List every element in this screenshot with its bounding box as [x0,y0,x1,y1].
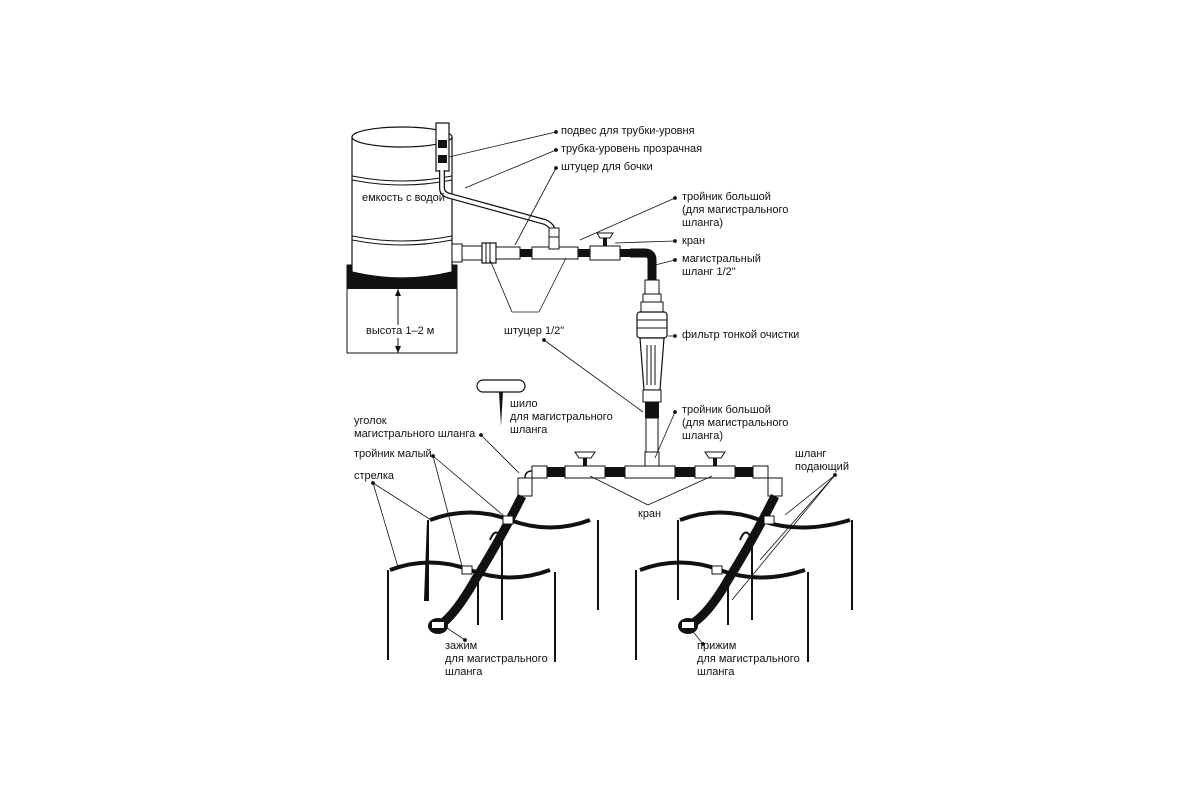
awl [476,379,526,426]
label-press: прижим для магистрального шланга [697,640,800,678]
label-valve-top: кран [682,235,706,247]
leader-lines [371,130,837,646]
label-clamp: зажим для магистрального шланга [445,640,548,678]
label-tee-small: тройник малый [354,448,432,460]
label-hanger: подвес для трубки-уровня [561,125,695,137]
label-tee-big-top: тройник большой (для магистрального шлан… [682,191,789,229]
bottom-pipeline [517,451,783,497]
label-barrel-fitting: штуцер для бочки [561,161,653,173]
label-main-hose: магистральный шланг 1/2" [682,253,761,278]
water-barrel [351,126,453,279]
filter-assembly [636,279,668,453]
label-level-tube: трубка-уровень прозрачная [561,143,703,155]
label-fitting-half-inch: штуцер 1/2" [504,325,565,337]
right-field [635,493,853,662]
label-water-tank: емкость с водой [362,192,445,204]
label-feed-hose: шланг подающий [795,448,849,473]
left-field [387,493,599,662]
label-tee-big-mid: тройник большой (для магистрального шлан… [682,404,789,442]
level-tube-assembly [435,122,560,245]
label-arrow-dripper: стрелка [354,470,394,482]
label-fine-filter: фильтр тонкой очистки [682,329,800,341]
label-awl: шило для магистрального шланга [510,398,613,436]
label-valve-bottom: кран [638,508,662,520]
top-pipeline [451,232,657,280]
label-elbow: уголок магистрального шланга [354,415,476,440]
label-height: высота 1–2 м [366,325,435,338]
